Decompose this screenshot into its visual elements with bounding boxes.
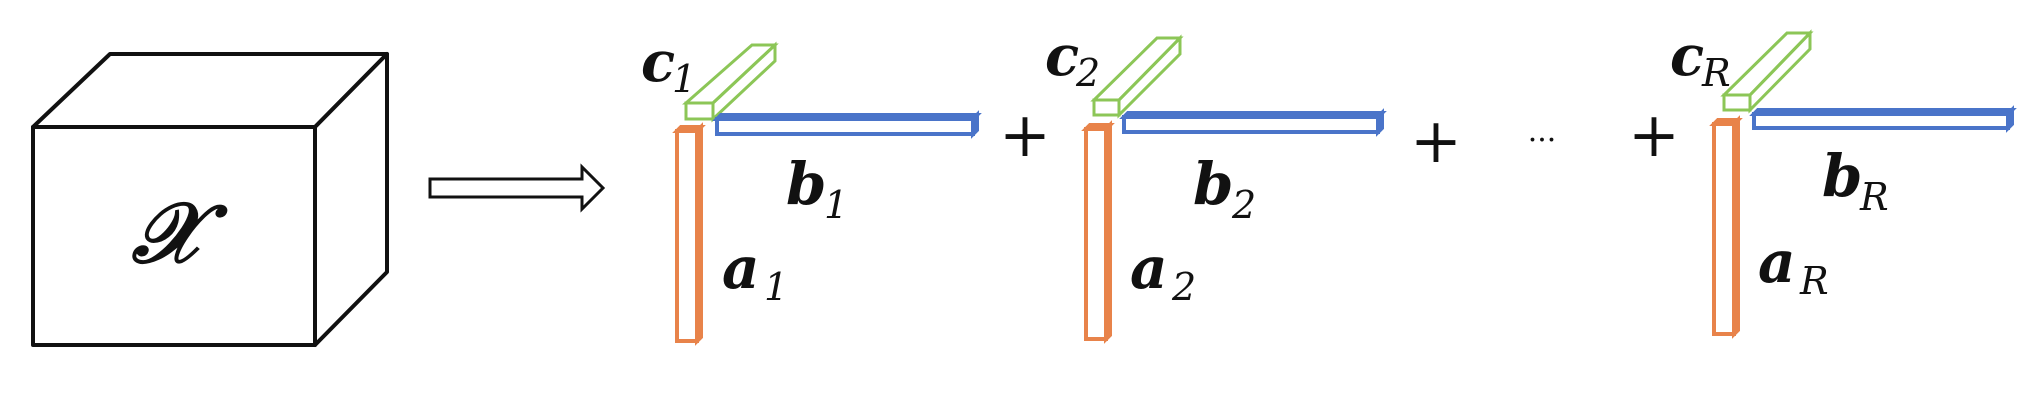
plus-operator-3: +: [1628, 98, 1680, 171]
c-label-R: c: [1670, 23, 1704, 89]
a-label-1: a: [722, 234, 760, 302]
a-vector-2: [1081, 120, 1115, 344]
a-label-2: a: [1130, 234, 1168, 302]
plus-operator-1: +: [999, 98, 1051, 171]
b-vector-2: [1119, 108, 1387, 137]
rank-one-term-1: c 1 b 1 a 1: [641, 29, 982, 346]
c-vector-1: [682, 41, 779, 123]
c-vector-R: [1720, 29, 1814, 114]
c-sub-R: R: [1701, 51, 1731, 95]
b-label-2: b: [1193, 150, 1234, 218]
b-sub-1: 1: [824, 183, 848, 227]
b-label-R: b: [1822, 142, 1863, 210]
rank-one-term-R: c R b R a R: [1670, 23, 2017, 339]
plus-operator-2: +: [1410, 104, 1462, 177]
a-sub-1: 1: [764, 265, 788, 309]
b-sub-2: 2: [1231, 183, 1256, 227]
b-vector-R: [1749, 105, 2017, 133]
a-sub-2: 2: [1171, 265, 1196, 309]
a-vector-1: [672, 122, 706, 346]
a-vector-R: [1709, 115, 1743, 339]
rank-one-term-2: c 2 b 2 a 2: [1045, 23, 1387, 344]
c-label-1: c: [641, 29, 675, 95]
a-label-R: a: [1758, 228, 1796, 296]
b-sub-R: R: [1859, 175, 1889, 219]
a-sub-R: R: [1799, 259, 1829, 303]
c-label-2: c: [1045, 23, 1079, 89]
c-sub-2: 2: [1075, 51, 1100, 95]
arrow-icon: [428, 163, 606, 213]
tensor-cube: [31, 52, 389, 347]
c-sub-1: 1: [672, 57, 696, 101]
b-vector-1: [712, 110, 982, 139]
ellipsis: ···: [1528, 123, 1557, 158]
b-label-1: b: [786, 150, 827, 218]
c-vector-2: [1090, 34, 1184, 119]
